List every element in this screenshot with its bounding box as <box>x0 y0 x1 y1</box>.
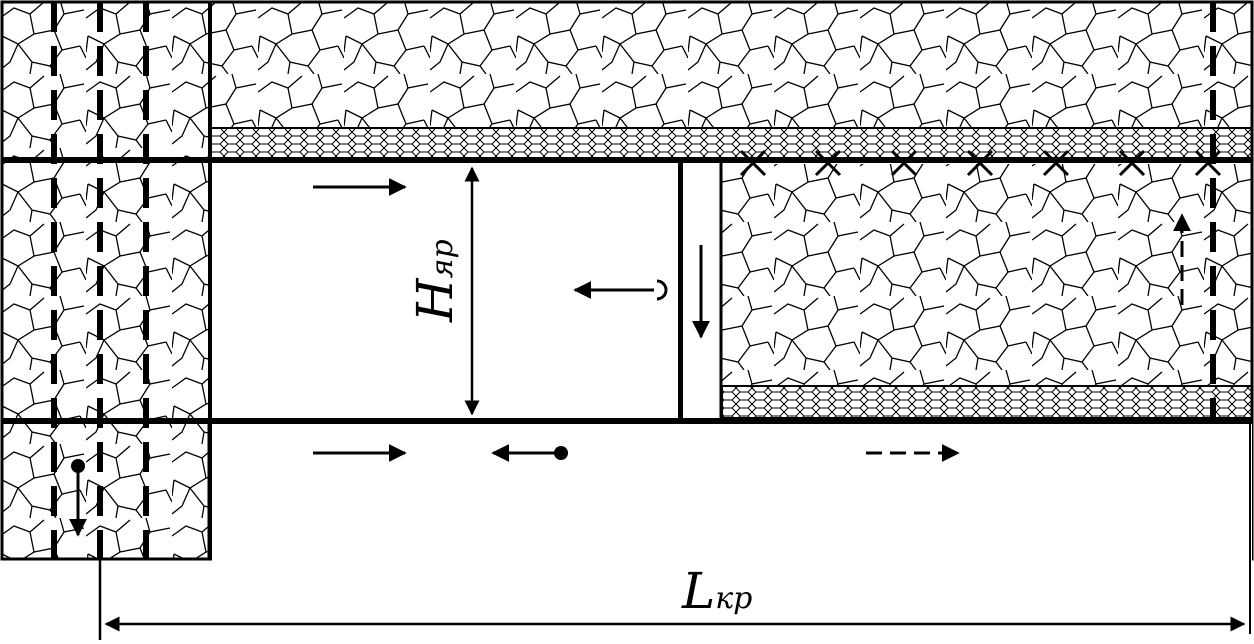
dashed-shafts <box>51 2 1216 559</box>
rock-masses <box>2 2 1252 559</box>
cross-mark <box>890 149 918 177</box>
seam-upper <box>208 127 1253 160</box>
height-label-sub: яр <box>425 239 460 279</box>
cross-mark <box>814 149 842 177</box>
fan-hook-icon <box>656 279 668 301</box>
rock-top-band <box>209 2 1252 128</box>
cross-mark <box>739 149 767 177</box>
length-label-sub: кр <box>715 581 753 616</box>
seam-lower <box>721 385 1253 419</box>
cross-mark <box>966 149 994 177</box>
cross-mark <box>1194 149 1222 177</box>
rock-left-column <box>2 2 209 559</box>
cross-mark <box>1118 149 1146 177</box>
flow-arrows <box>69 178 1191 537</box>
source-dot-icon <box>554 446 568 460</box>
cross-mark <box>1042 149 1070 177</box>
length-label: Lкр <box>682 566 752 616</box>
lower-open-area <box>212 424 1252 642</box>
height-label-main: H <box>406 278 464 322</box>
height-label: Hяр <box>406 239 464 322</box>
cross-marks <box>739 149 1222 177</box>
source-dot-shaft-icon <box>71 459 85 473</box>
length-label-main: L <box>682 562 716 620</box>
rock-right-block <box>722 164 1252 386</box>
dimension-lines <box>98 166 1246 640</box>
